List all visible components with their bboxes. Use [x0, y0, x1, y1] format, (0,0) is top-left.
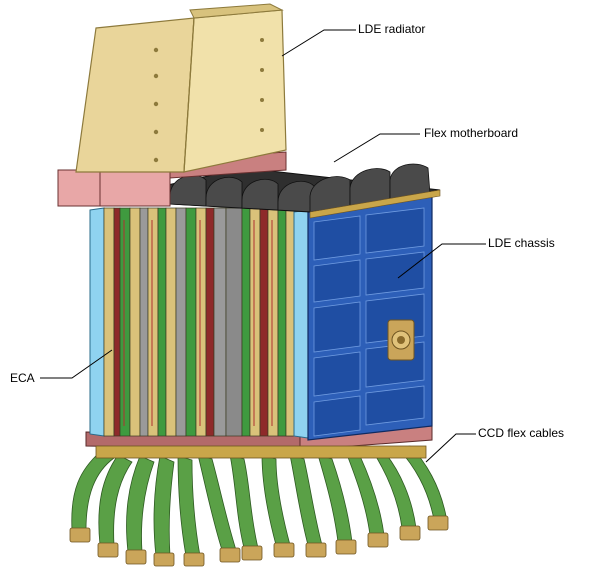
label-flex-motherboard: Flex motherboard: [424, 126, 519, 140]
eca-board-stack: [89, 207, 309, 439]
label-lde-chassis: LDE chassis: [488, 236, 555, 250]
base-plate: [85, 425, 433, 459]
label-eca: ECA: [10, 371, 35, 385]
leader-ccd-flex-cables: [425, 433, 476, 463]
leader-lde-radiator: [281, 29, 356, 57]
ccd-flex-cables: [69, 445, 449, 567]
label-lde-radiator: LDE radiator: [358, 22, 426, 36]
flex-motherboard: [99, 163, 441, 219]
leader-lde-chassis: [397, 243, 486, 279]
leader-flex-motherboard: [333, 133, 420, 163]
callout-lines: [40, 29, 486, 463]
label-ccd-flex-cables: CCD flex cables: [478, 426, 565, 440]
leader-eca: [40, 349, 113, 379]
chassis-connector: [387, 319, 415, 361]
lde-chassis: [307, 195, 433, 441]
lde-radiator: [75, 3, 287, 173]
